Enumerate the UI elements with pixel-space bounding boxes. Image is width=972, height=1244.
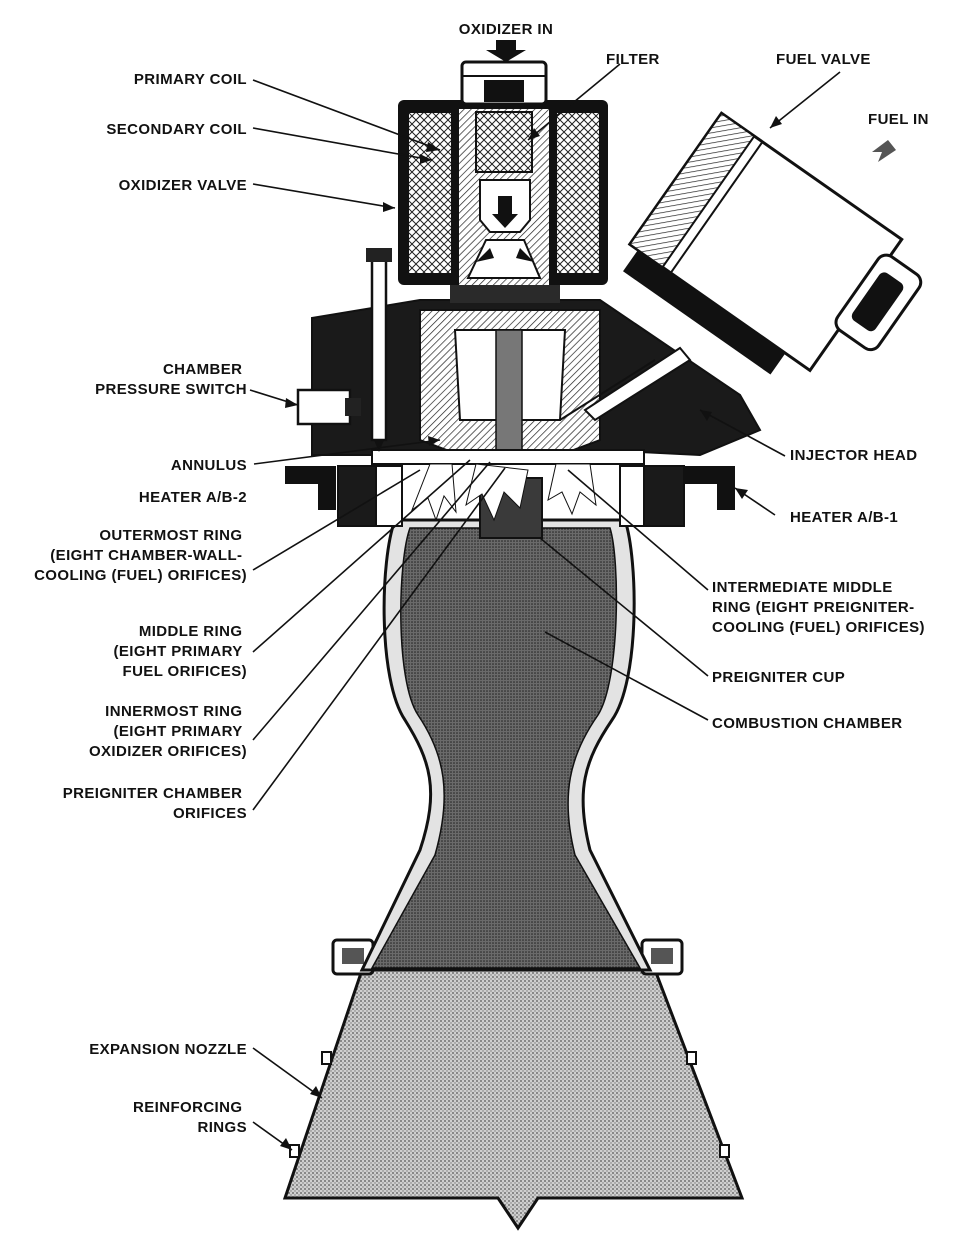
label-preigniter-chamber-orifices: PREIGNITER CHAMBER ORIFICES	[63, 785, 247, 822]
heater-ab1-shape	[684, 466, 735, 510]
label-injector-head: INJECTOR HEAD	[790, 447, 917, 464]
label-oxidizer-in: OXIDIZER IN	[459, 21, 553, 38]
label-expansion-nozzle: EXPANSION NOZZLE	[89, 1041, 247, 1058]
leader-lines	[249, 63, 841, 1151]
label-combustion-chamber: COMBUSTION CHAMBER	[712, 715, 903, 732]
label-middle-ring: MIDDLE RING (EIGHT PRIMARY FUEL ORIFICES…	[113, 623, 247, 680]
fuel-valve-shape	[623, 111, 923, 375]
label-reinforcing-rings: REINFORCING RINGS	[133, 1099, 247, 1136]
label-annulus: ANNULUS	[171, 457, 247, 474]
labels: OXIDIZER IN FILTER FUEL VALVE FUEL IN PR…	[34, 21, 929, 1136]
label-oxidizer-valve: OXIDIZER VALVE	[119, 177, 247, 194]
label-fuel-valve: FUEL VALVE	[776, 51, 871, 68]
heater-ab2-shape	[285, 466, 336, 510]
label-outermost-ring: OUTERMOST RING (EIGHT CHAMBER-WALL- COOL…	[34, 527, 247, 584]
filter-shape	[475, 111, 533, 173]
oxidizer-in-arrow-icon	[486, 40, 526, 62]
reinforcing-ring-right-lower	[719, 1144, 730, 1158]
label-primary-coil: PRIMARY COIL	[134, 71, 247, 88]
label-fuel-in: FUEL IN	[868, 111, 929, 128]
expansion-nozzle-shape	[282, 968, 745, 1231]
reinforcing-ring-left-upper	[321, 1051, 332, 1065]
label-heater-ab1: HEATER A/B-1	[790, 509, 898, 526]
reinforcing-ring-right-upper	[686, 1051, 697, 1065]
chamber-pressure-switch-shape	[296, 388, 352, 426]
label-chamber-pressure-switch: CHAMBER PRESSURE SWITCH	[95, 361, 247, 398]
fuel-in-arrow-icon	[872, 140, 896, 162]
label-innermost-ring: INNERMOST RING (EIGHT PRIMARY OXIDIZER O…	[89, 703, 247, 760]
engine-artwork	[282, 60, 923, 1231]
secondary-coil-shape	[555, 111, 601, 275]
label-secondary-coil: SECONDARY COIL	[106, 121, 247, 138]
label-intermediate-middle-ring: INTERMEDIATE MIDDLE RING (EIGHT PREIGNIT…	[712, 579, 925, 636]
label-filter: FILTER	[606, 51, 660, 68]
reinforcing-ring-left-lower	[289, 1144, 300, 1158]
label-preigniter-cup: PREIGNITER CUP	[712, 669, 845, 686]
annulus-shape	[371, 449, 645, 465]
combustion-chamber-shape	[370, 527, 642, 969]
primary-coil-shape	[407, 111, 453, 275]
label-heater-ab2: HEATER A/B-2	[139, 489, 247, 506]
